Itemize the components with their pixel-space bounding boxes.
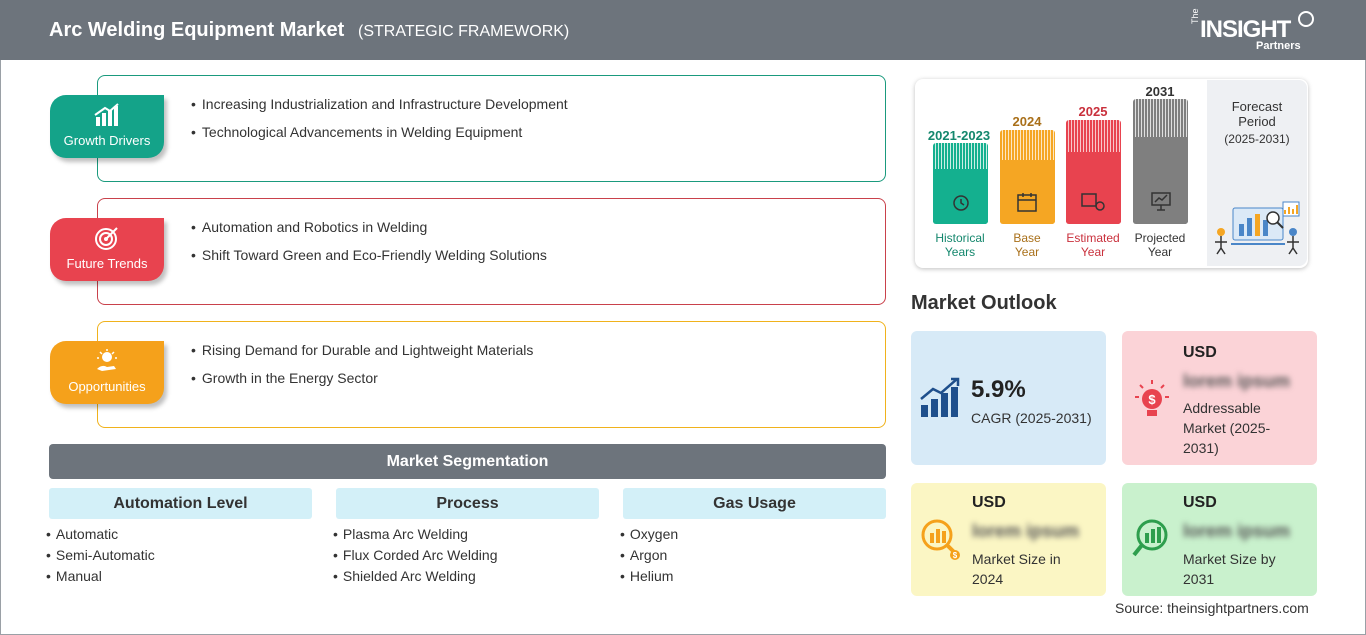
- market-outlook-title: Market Outlook: [911, 292, 1057, 314]
- list-item: Increasing Industrialization and Infrast…: [191, 96, 568, 112]
- historical-bar: [933, 143, 988, 224]
- logo-insight: INSIGHT: [1200, 16, 1291, 43]
- source-citation: Source: theinsightpartners.com: [1115, 600, 1309, 616]
- logo-the: The: [1190, 8, 1200, 24]
- growth-chart-icon: [50, 103, 164, 127]
- opportunities-list: Rising Demand for Durable and Lightweigh…: [191, 342, 534, 398]
- dollar-bulb-icon: $: [1132, 377, 1172, 424]
- list-item: Oxygen: [620, 526, 886, 542]
- blurred-value: lorem ipsum: [1183, 521, 1291, 541]
- timeline-year: 2025: [1078, 104, 1108, 119]
- list-item: Argon: [620, 547, 886, 563]
- projected-year-bar: [1133, 99, 1188, 224]
- growth-drivers-list: Increasing Industrialization and Infrast…: [191, 96, 568, 152]
- magnifier-chart-icon: $: [919, 517, 963, 566]
- page-subtitle: (STRATEGIC FRAMEWORK): [358, 23, 570, 40]
- list-item: Helium: [620, 568, 886, 584]
- market-segmentation-bar: Market Segmentation: [49, 444, 886, 479]
- list-item: Shift Toward Green and Eco-Friendly Weld…: [191, 247, 547, 263]
- page-title: Arc Welding Equipment Market: [49, 19, 345, 41]
- cagr-value: 5.9%: [971, 376, 1026, 403]
- base-year-bar: [1000, 130, 1055, 224]
- opportunities-card: Rising Demand for Durable and Lightweigh…: [97, 321, 886, 428]
- blurred-value: lorem ipsum: [1183, 371, 1291, 391]
- segment-header: Gas Usage: [623, 488, 886, 519]
- estimated-year-bar: [1066, 120, 1121, 224]
- timeline-year: 2024: [1012, 114, 1042, 129]
- presentation-icon: [1149, 190, 1173, 217]
- list-item: Technological Advancements in Welding Eq…: [191, 124, 568, 140]
- timeline-year: 2031: [1145, 84, 1175, 99]
- list-item: Automatic: [46, 526, 312, 542]
- svg-text:$: $: [953, 551, 958, 560]
- analytics-illustration-icon: [1211, 198, 1303, 261]
- target-icon: [50, 226, 164, 250]
- timeline-year: 2021-2023: [927, 128, 991, 143]
- estimate-icon: [1080, 191, 1106, 218]
- future-trends-badge: Future Trends: [50, 218, 164, 281]
- insight-partners-logo[interactable]: The INSIGHT Partners: [1190, 8, 1320, 54]
- badge-label: Future Trends: [66, 256, 148, 271]
- list-item: Growth in the Energy Sector: [191, 370, 533, 386]
- list-item: Plasma Arc Welding: [333, 526, 599, 542]
- future-trends-card: Automation and Robotics in Welding Shift…: [97, 198, 886, 305]
- idea-hand-icon: [50, 349, 164, 373]
- segment-header: Process: [336, 488, 599, 519]
- header-bar: Arc Welding Equipment Market (STRATEGIC …: [0, 0, 1366, 60]
- cagr-tile: 5.9% CAGR (2025-2031): [911, 331, 1106, 465]
- list-item: Semi-Automatic: [46, 547, 312, 563]
- opportunities-badge: Opportunities: [50, 341, 164, 404]
- growth-drivers-card: Increasing Industrialization and Infrast…: [97, 75, 886, 182]
- future-trends-list: Automation and Robotics in Welding Shift…: [191, 219, 547, 275]
- history-icon: [950, 193, 972, 218]
- badge-label: Opportunities: [68, 379, 146, 394]
- segment-header: Automation Level: [49, 488, 312, 519]
- magnifier-growth-icon: [1130, 517, 1174, 566]
- calendar-icon: [1016, 191, 1038, 218]
- logo-partners: Partners: [1256, 40, 1301, 52]
- list-item: Shielded Arc Welding: [333, 568, 599, 584]
- list-item: Rising Demand for Durable and Lightweigh…: [191, 342, 534, 358]
- list-item: Flux Corded Arc Welding: [333, 547, 599, 563]
- list-item: Manual: [46, 568, 312, 584]
- currency-label: USD: [1183, 344, 1217, 361]
- segment-process: Process Plasma Arc Welding Flux Corded A…: [336, 488, 599, 589]
- logo-ring-icon: [1298, 11, 1314, 27]
- growth-drivers-badge: Growth Drivers: [50, 95, 164, 158]
- list-item: Automation and Robotics in Welding: [191, 219, 547, 235]
- growth-bar-chart-icon: [919, 377, 963, 424]
- badge-label: Growth Drivers: [63, 133, 151, 148]
- svg-text:$: $: [1148, 392, 1156, 407]
- segment-automation-level: Automation Level Automatic Semi-Automati…: [49, 488, 312, 589]
- forecast-period: (2025-2031): [1224, 132, 1290, 146]
- cagr-label: CAGR (2025-2031): [971, 410, 1092, 426]
- currency-label: USD: [972, 494, 1006, 511]
- blurred-value: lorem ipsum: [972, 521, 1080, 541]
- segment-gas-usage: Gas Usage Oxygen Argon Helium: [623, 488, 886, 589]
- currency-label: USD: [1183, 494, 1217, 511]
